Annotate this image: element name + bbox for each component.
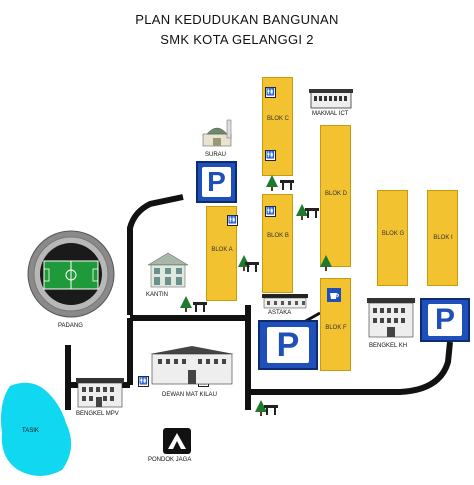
blok-c-label: BLOK C <box>266 116 289 122</box>
blok-d-label: BLOK D <box>324 191 347 197</box>
map-title-line1: PLAN KEDUDUKAN BANGUNAN <box>135 12 339 27</box>
parking-symbol: P <box>207 166 226 197</box>
kantin-building <box>147 252 189 288</box>
tree-icon <box>255 400 267 416</box>
astaka-label: ASTAKA <box>268 310 292 316</box>
bengkel-kh-building <box>367 298 415 338</box>
surau-building <box>202 119 232 147</box>
makmal-ict-label: MAKMAL ICT <box>312 111 349 117</box>
parking-area-center: P <box>258 320 318 370</box>
picnic-bench-icon <box>193 302 207 312</box>
padang-field <box>27 230 115 318</box>
parking-area-right: P <box>420 298 470 342</box>
blok-i-label: BLOK I <box>433 235 453 241</box>
picnic-bench-icon <box>305 208 319 218</box>
kantin-label: KANTIN <box>146 292 169 298</box>
picnic-bench-icon <box>264 405 278 415</box>
tasik-label: TASIK <box>22 428 39 434</box>
tree-icon <box>296 204 308 220</box>
makmal-ict-building <box>309 89 353 109</box>
dewan-mat-kilau-building <box>150 346 234 385</box>
bengkel-mpv-label: BENGKEL MPV <box>76 411 119 417</box>
padang-label: PADANG <box>58 323 83 329</box>
blok-d: BLOK D <box>320 125 351 267</box>
blok-a-label: BLOK A <box>211 247 233 253</box>
bengkel-mpv-building <box>76 378 124 408</box>
tasik-lake <box>1 382 72 476</box>
tree-icon <box>320 255 332 271</box>
blok-b-label: BLOK B <box>267 233 289 239</box>
picnic-bench-icon <box>280 180 294 190</box>
toilet-icon: 🚻 <box>265 87 276 98</box>
picnic-bench-icon <box>245 262 259 272</box>
toilet-icon: 🚻 <box>265 206 276 217</box>
astaka-building <box>262 294 308 309</box>
toilet-icon: 🚻 <box>265 150 276 161</box>
parking-area-surau: P <box>196 161 237 203</box>
blok-g: BLOK G <box>377 190 408 286</box>
tree-icon <box>180 296 192 312</box>
bengkel-kh-label: BENGKEL KH <box>369 343 408 349</box>
tree-icon <box>266 175 278 191</box>
blok-g-label: BLOK G <box>381 231 405 237</box>
coffee-cup-icon <box>327 288 341 302</box>
pondok-jaga-label: PONDOK JAGA <box>148 457 192 463</box>
pondok-jaga-icon <box>163 428 191 454</box>
toilet-icon: 🚻 <box>138 376 149 387</box>
toilet-icon: 🚻 <box>227 215 238 226</box>
blok-i: BLOK I <box>427 190 458 286</box>
dewan-label: DEWAN MAT KILAU <box>162 392 217 398</box>
parking-symbol: P <box>276 325 300 364</box>
map-title-line2: SMK KOTA GELANGGI 2 <box>160 32 314 47</box>
blok-f-label: BLOK F <box>325 325 347 331</box>
parking-symbol: P <box>434 303 455 336</box>
surau-label: SURAU <box>205 152 227 158</box>
